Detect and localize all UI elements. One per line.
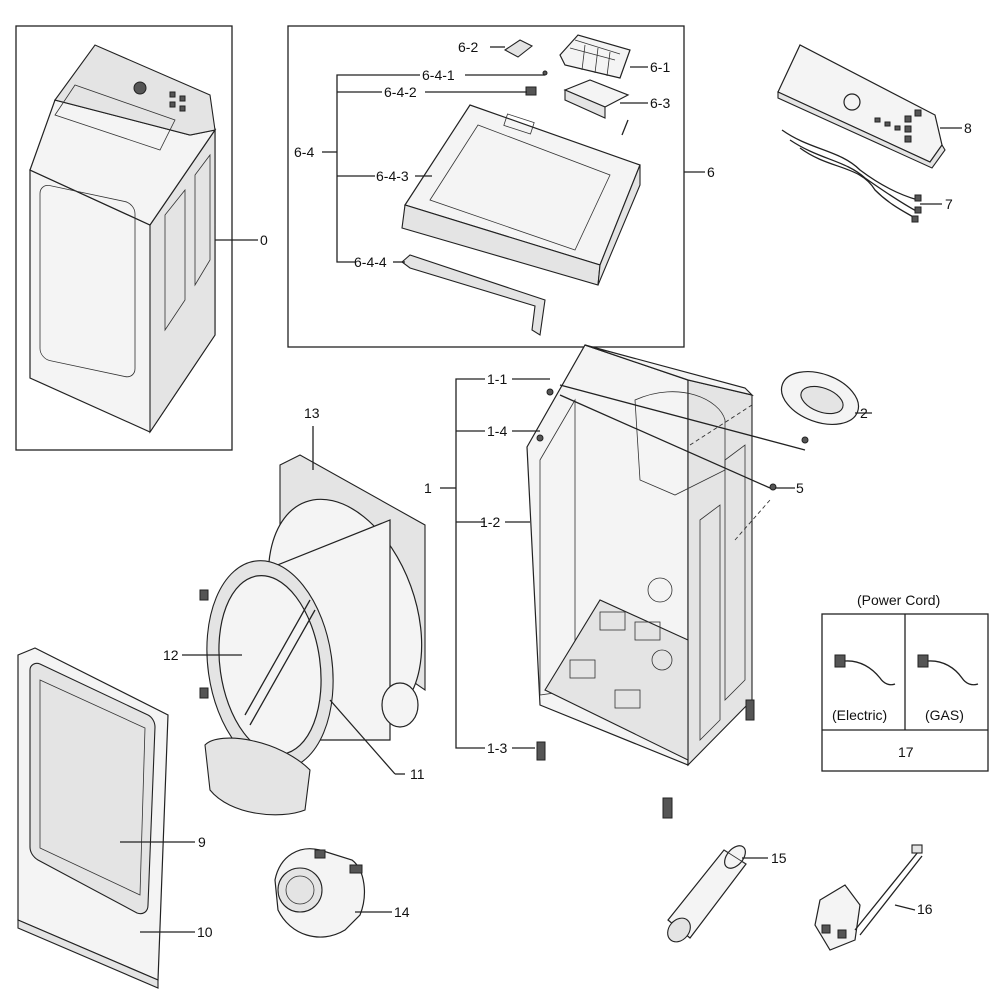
exhaust-duct-15	[667, 845, 747, 943]
wire-harness-7	[781, 129, 922, 223]
label-14: 14	[394, 904, 410, 920]
label-6-1: 6-1	[650, 59, 670, 75]
electric-label: (Electric)	[832, 707, 887, 723]
label-6: 6	[707, 164, 715, 180]
legs-1-3	[536, 699, 755, 819]
gas-cord-icon	[917, 654, 979, 686]
label-10: 10	[197, 924, 213, 940]
top-cover-illustration	[401, 104, 641, 286]
label-1-4: 1-4	[487, 423, 507, 439]
label-1: 1	[424, 480, 432, 496]
label-16: 16	[917, 901, 933, 917]
cabinet-1	[526, 344, 754, 767]
label-1-2: 1-2	[480, 514, 500, 530]
frame-assembly-6	[287, 25, 685, 348]
label-17: 17	[898, 744, 914, 760]
dryer-complete-illustration	[29, 44, 217, 434]
power-cord-table: (Power Cord) (Electric) (GAS) 17	[821, 592, 989, 772]
label-12: 12	[163, 647, 179, 663]
bracket-6-4-4	[401, 254, 546, 336]
label-7: 7	[945, 196, 953, 212]
label-6-4-4: 6-4-4	[354, 254, 387, 270]
label-6-2: 6-2	[458, 39, 478, 55]
label-6-4: 6-4	[294, 144, 314, 160]
label-2: 2	[860, 405, 868, 421]
label-6-4-2: 6-4-2	[384, 84, 417, 100]
drum-assembly	[199, 454, 426, 816]
label-5: 5	[796, 480, 804, 496]
label-13: 13	[304, 405, 320, 421]
label-1-3: 1-3	[487, 740, 507, 756]
power-cord-title: (Power Cord)	[857, 592, 940, 608]
blower-14	[274, 848, 366, 938]
label-6-4-1: 6-4-1	[422, 67, 455, 83]
label-11: 11	[410, 766, 425, 782]
frame-assembly-0	[15, 25, 233, 451]
cover-plate-6-3	[563, 79, 630, 119]
label-15: 15	[771, 850, 787, 866]
filter-housing-6-1	[559, 34, 631, 79]
fasteners-6-4	[525, 70, 629, 136]
label-9: 9	[198, 834, 206, 850]
vent-cover-2	[780, 371, 860, 425]
heater-assembly-16	[814, 844, 923, 951]
door-assembly	[17, 647, 169, 989]
control-panel-8	[777, 44, 946, 169]
gas-label: (GAS)	[925, 707, 964, 723]
label-8: 8	[964, 120, 972, 136]
label-0: 0	[260, 232, 268, 248]
label-1-1: 1-1	[487, 371, 507, 387]
label-6-4-3: 6-4-3	[376, 168, 409, 184]
clip-6-2	[503, 39, 534, 58]
electric-cord-icon	[834, 654, 896, 686]
label-6-3: 6-3	[650, 95, 670, 111]
